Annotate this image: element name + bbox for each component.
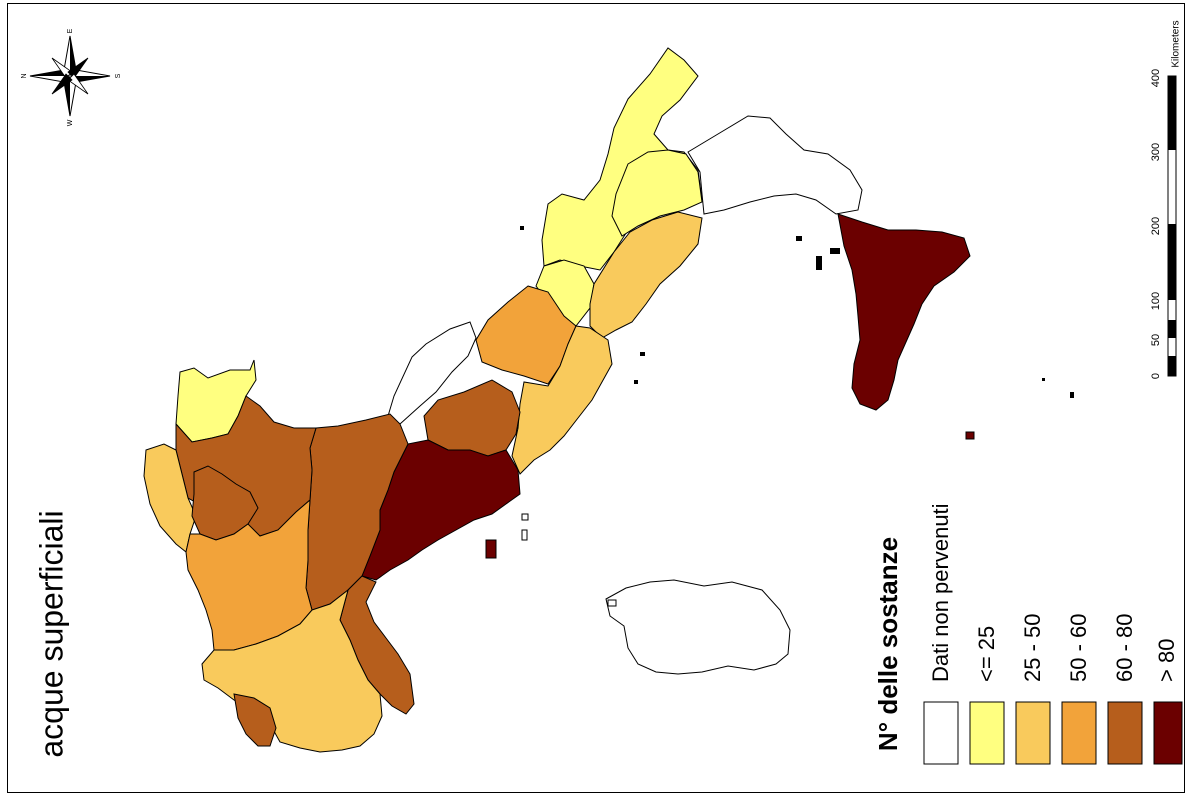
legend-label-3: 50 - 60 [1066,614,1091,683]
island [1042,378,1045,381]
legend-swatch-2 [1015,701,1051,765]
legend-swatch-1 [969,701,1005,765]
island [520,226,524,230]
region-calabria [837,213,971,411]
island [830,248,840,254]
compass-letter-s: S [115,73,122,78]
island [1070,392,1074,398]
legend-label-5: > 80 [1154,639,1179,682]
scale-tick-400: 400 [1150,69,1162,87]
scale-bar: 0 50 100 200 300 400 Kilometers [1150,20,1182,379]
region-nd-east [687,115,863,215]
island [607,599,617,607]
legend-label-no-data: Dati non pervenuti [928,503,953,682]
legend-title: N° delle sostanze [873,537,903,751]
compass-letter-n: N [21,73,28,78]
north-arrow: N E S W [21,28,122,126]
island [816,256,822,270]
island [521,529,528,541]
compass-letter-e: E [67,28,74,33]
legend-label-1: <= 25 [974,626,999,682]
region-marche [511,325,613,475]
island [634,380,638,384]
map-frame: N E S W 0 50 100 200 300 400 Kilometers … [7,3,1185,793]
compass-letter-w: W [67,119,74,126]
region-sardegna [605,579,791,675]
region-emilia [185,498,313,651]
island [796,236,802,241]
legend-label-4: 60 - 80 [1112,614,1137,683]
map-canvas: N E S W 0 50 100 200 300 400 Kilometers … [21,20,1183,765]
scale-tick-200: 200 [1150,217,1162,235]
legend: N° delle sostanze Dati non pervenuti <= … [873,503,1183,765]
scale-unit-label: Kilometers [1171,20,1182,67]
island [640,352,645,356]
island [965,431,975,440]
region-east-band [589,211,703,339]
legend-swatch-4 [1107,701,1143,765]
legend-swatch-no-data [923,701,959,765]
scale-tick-0: 0 [1150,373,1162,379]
region-north-east [611,149,703,237]
region-bottom-small [233,693,277,747]
island [485,539,497,559]
region-umbria [423,379,521,457]
region-central-orange [475,285,577,385]
legend-swatch-5 [1153,701,1183,765]
scale-tick-100: 100 [1150,292,1162,310]
scale-tick-300: 300 [1150,143,1162,161]
scale-tick-50: 50 [1150,334,1162,346]
legend-label-2: 25 - 50 [1020,614,1045,683]
legend-swatch-3 [1061,701,1097,765]
island [521,513,529,521]
map-title: acque superficiali [33,510,69,757]
